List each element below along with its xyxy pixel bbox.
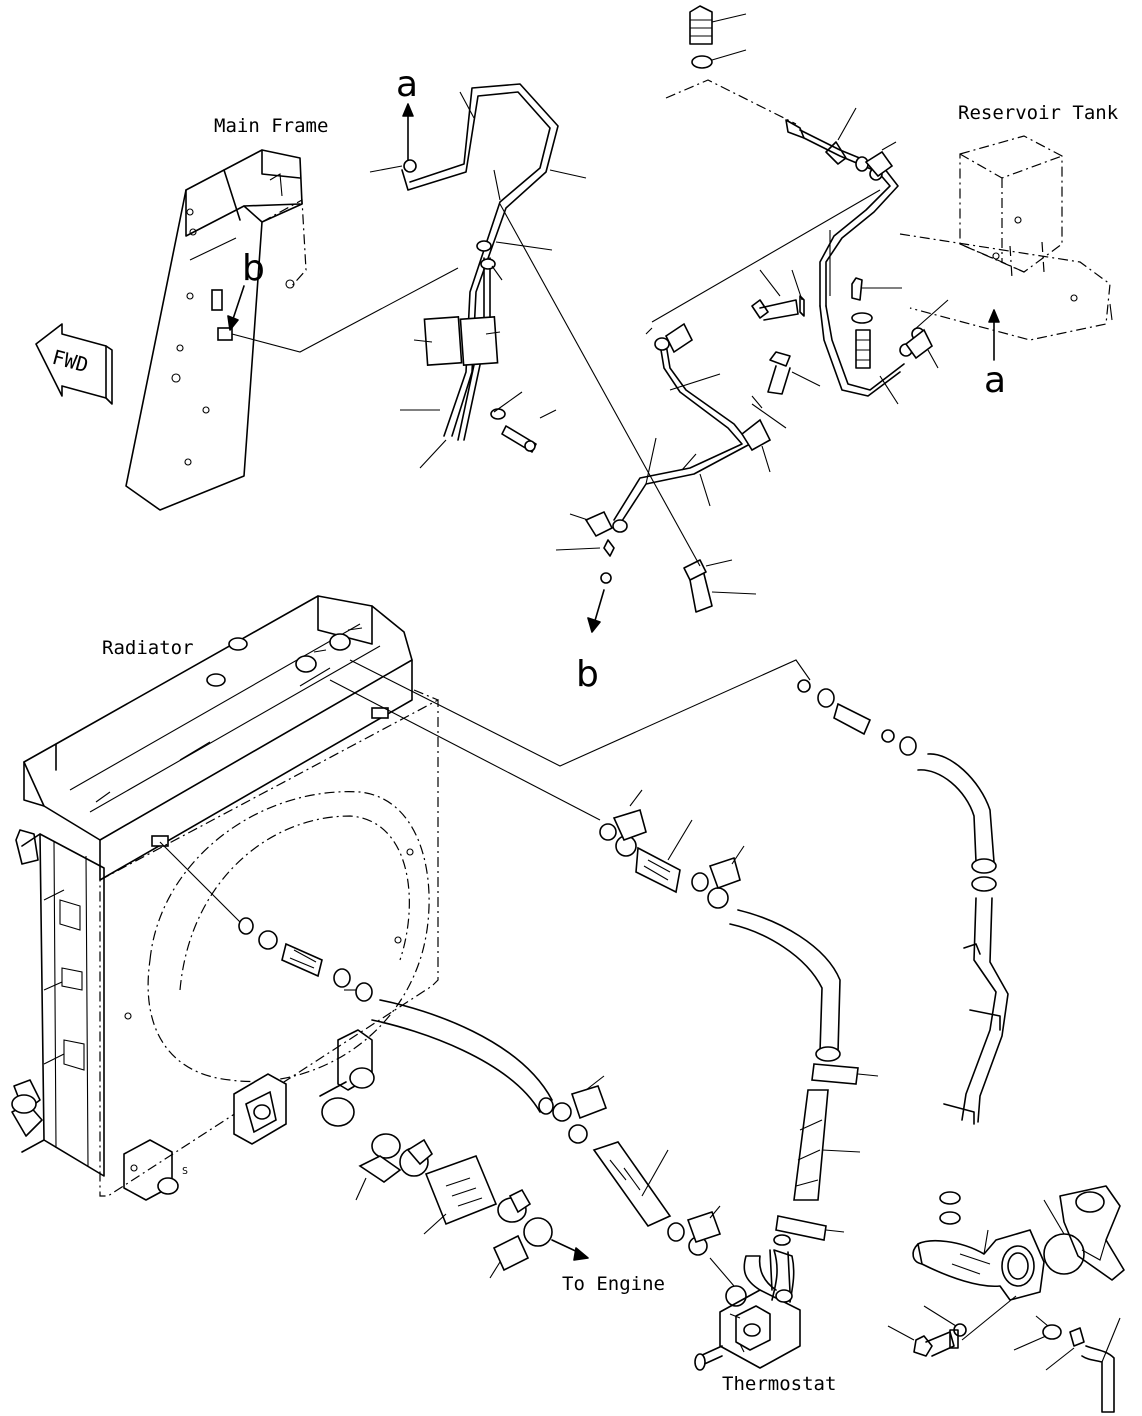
radiator: Radiator xyxy=(11,595,439,1201)
marker-b-bottom: b xyxy=(576,654,599,695)
fwd-label: FWD xyxy=(50,345,91,378)
main-frame-label: Main Frame xyxy=(214,115,328,137)
upper-tube-assembly: a xyxy=(231,64,701,567)
marker-a-top: a xyxy=(396,64,418,105)
svg-text:S: S xyxy=(182,1166,188,1177)
water-inlet-fittings xyxy=(887,1185,1125,1413)
svg-text:b: b xyxy=(242,248,265,289)
thermostat-label: Thermostat xyxy=(722,1373,836,1395)
radiator-label: Radiator xyxy=(102,637,194,659)
marker-a-right: a xyxy=(984,360,1006,401)
hose-assemblies: To Engine xyxy=(159,659,1009,1295)
thermostat: Thermostat xyxy=(694,1249,836,1395)
fwd-arrow: FWD xyxy=(35,323,113,405)
to-engine-label: To Engine xyxy=(562,1273,665,1295)
main-frame: Main Frame xyxy=(125,115,328,511)
marker-b-left: b xyxy=(227,248,265,331)
tank-tube-assembly: b xyxy=(555,5,949,695)
reservoir-tank-label: Reservoir Tank xyxy=(958,102,1119,124)
reservoir-tank: a Reservoir Tank xyxy=(899,102,1119,401)
